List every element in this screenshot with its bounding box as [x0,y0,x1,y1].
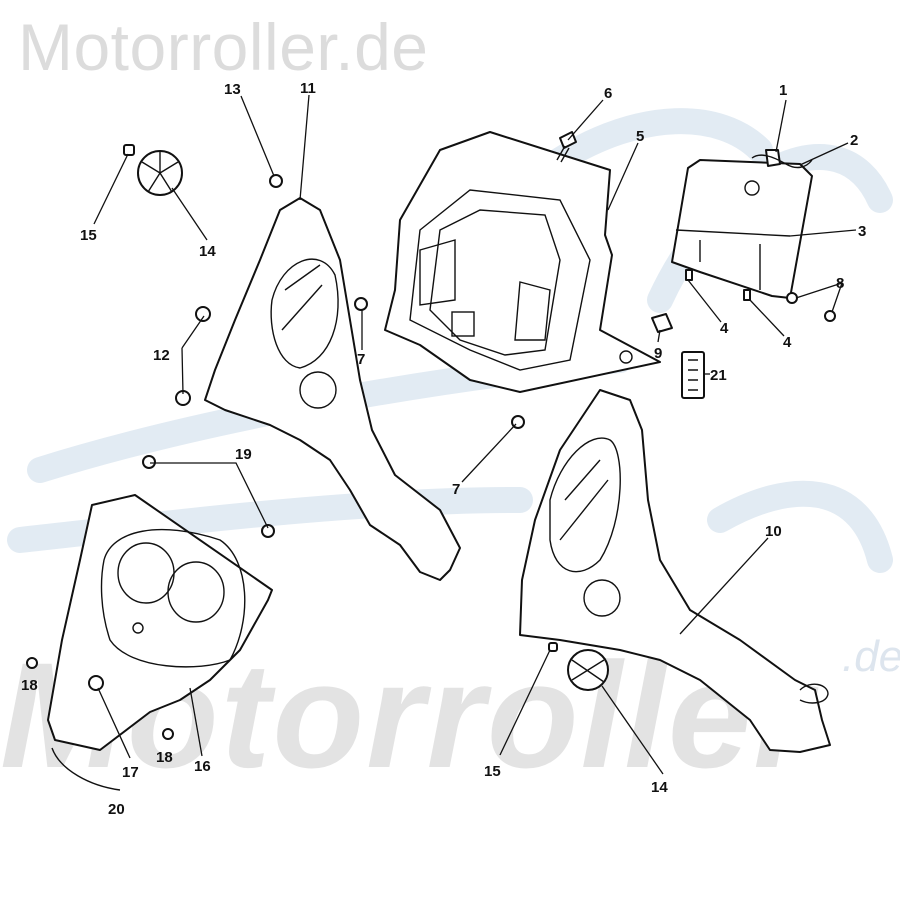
spring-part-2 [751,154,813,169]
cover-cap-part-14-top [137,150,183,196]
callout-3: 3 [858,223,866,240]
nut-part-15-bottom [548,642,558,652]
screw-part-13 [269,174,283,188]
callout-10: 10 [765,523,782,540]
callout-6: 6 [604,85,612,102]
reflector-part-21 [681,351,705,399]
left-side-panel-part-11 [204,197,461,581]
screw-part-12 [175,306,211,406]
callout-11: 11 [300,80,316,97]
screw-part-7 [354,297,525,429]
callout-20: 20 [108,801,125,818]
leader-lines [93,94,857,775]
cover-cap-part-14-bottom [567,649,609,691]
watermark-de: .de [842,632,900,681]
right-side-panel-part-10 [519,389,831,753]
watermark-top: Motorroller.de [18,10,429,84]
callout-16: 16 [194,758,211,775]
callout-7a: 7 [357,351,365,368]
callout-12: 12 [153,347,170,364]
screw-part-17 [88,675,104,691]
callout-9: 9 [654,345,662,362]
front-headlight-panel-part-16 [47,494,273,751]
nut-part-15-top [123,144,135,156]
pin-part-4 [685,269,751,301]
callout-18a: 18 [21,677,38,694]
callout-17: 17 [122,764,139,781]
callout-2: 2 [850,132,858,149]
callout-13: 13 [224,81,241,98]
callout-15b: 15 [484,763,501,780]
screw-part-19 [142,455,275,538]
callout-1: 1 [779,82,787,99]
callout-15a: 15 [80,227,97,244]
screw-part-18 [26,657,174,740]
strip-part-20 [51,747,121,791]
inner-leg-shield-part-5 [384,131,661,393]
callout-8: 8 [836,275,844,292]
callout-4a: 4 [720,320,729,337]
callout-14b: 14 [651,779,668,796]
callout-4b: 4 [783,334,792,351]
clip-part-9 [651,313,673,333]
callout-19: 19 [235,446,252,463]
callout-7b: 7 [452,481,460,498]
callout-18b: 18 [156,749,173,766]
callout-14a: 14 [199,243,216,260]
callout-5: 5 [636,128,644,145]
screw-part-8 [786,292,836,322]
callout-21: 21 [710,367,727,384]
